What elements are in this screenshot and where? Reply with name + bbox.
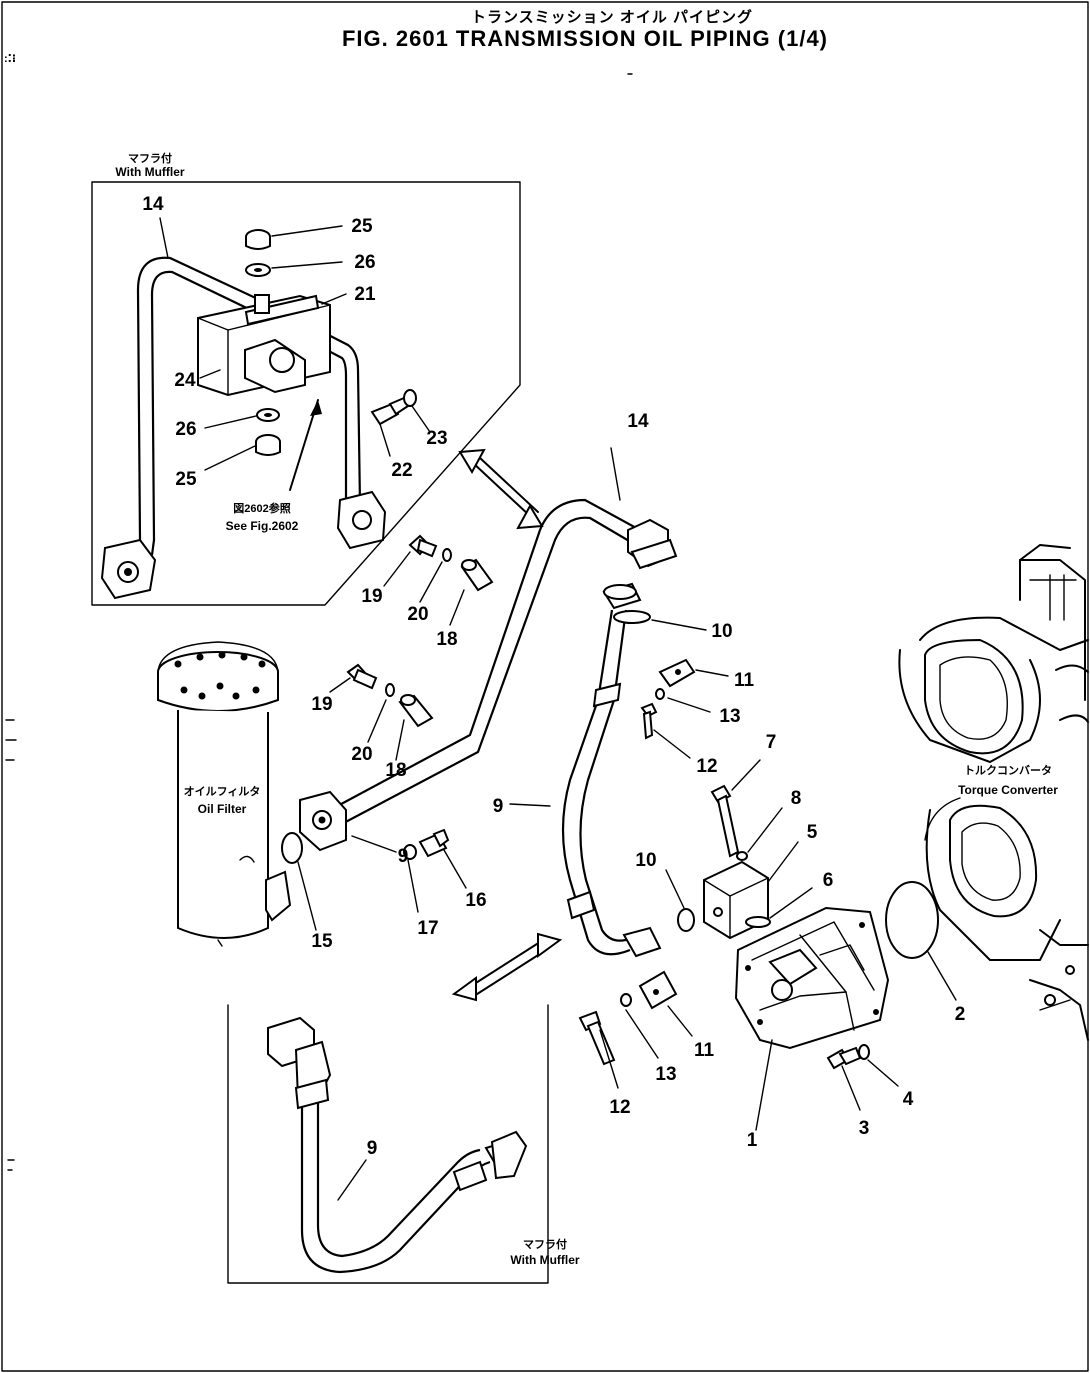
main-pipe-14: 14: [299, 411, 678, 852]
svg-text::⁚⁝: :⁚⁝: [4, 53, 16, 65]
callout-11-lower: 11: [694, 1040, 715, 1061]
callout-26-inset-bottom: 26: [175, 419, 196, 440]
callout-13-lower: 13: [655, 1064, 676, 1085]
block-group: 7 8 5 6 10: [635, 732, 834, 940]
callout-23: 23: [426, 428, 447, 449]
hose-9-main: 9: [493, 582, 662, 958]
fastener-group-lower: 19 20 18: [311, 663, 434, 781]
oil-filter-label-en: Oil Filter: [198, 802, 247, 816]
callout-14-inset: 14: [142, 194, 164, 215]
callout-10-lower: 10: [635, 850, 656, 871]
callout-25-inset-bottom: 25: [175, 469, 197, 490]
pump-1: 1: [734, 906, 890, 1151]
fastener-16-17: 9 17 16: [351, 828, 487, 939]
top-inset-label-jp: マフラ付: [128, 151, 172, 165]
bottom-inset: マフラ付 With Muffler 9: [227, 1004, 580, 1284]
callout-19-upper: 19: [361, 586, 382, 607]
callout-12-top: 12: [696, 756, 717, 777]
callout-5: 5: [807, 822, 818, 843]
torque-converter: トルクコンバータ Torque Converter: [898, 544, 1089, 1041]
gasket-2: 2: [885, 881, 966, 1025]
callout-9-filter: 9: [398, 846, 409, 867]
inset-flange-right: [336, 490, 387, 550]
callout-19-lower: 19: [311, 694, 332, 715]
margin-specks: :⁚⁝: [4, 53, 633, 1171]
fastener-group-upper: 19 20 18: [361, 534, 494, 650]
oil-filter-label-jp: オイルフィルタ: [184, 785, 261, 798]
callout-11-top: 11: [734, 670, 755, 691]
inset-pipe-14: [136, 256, 362, 556]
clamp-group-upper: 11 13 12: [640, 658, 755, 777]
bottom-inset-label-en: With Muffler: [510, 1253, 580, 1267]
inset-nut-25-bottom: [255, 434, 281, 456]
callout-13-top: 13: [719, 706, 740, 727]
inset-bolt-22: [370, 396, 410, 426]
callout-4: 4: [903, 1089, 914, 1110]
callout-1: 1: [747, 1130, 758, 1151]
inset-flange-left: [100, 538, 157, 600]
o-ring-10-top: 10: [613, 610, 733, 642]
callout-18-upper: 18: [436, 629, 457, 650]
fastener-3-4: 3 4: [826, 1044, 914, 1139]
top-inset-ref-jp: 図2602参照: [233, 501, 290, 515]
interchange-arrow-top: [458, 448, 544, 530]
torque-converter-label-en: Torque Converter: [958, 783, 1058, 797]
callout-14-main: 14: [627, 411, 649, 432]
title-english: FIG. 2601 TRANSMISSION OIL PIPING (1/4): [342, 26, 828, 51]
callout-18-lower: 18: [385, 760, 406, 781]
callout-16: 16: [465, 890, 486, 911]
callout-17: 17: [417, 918, 438, 939]
inset-nut-25-top: [245, 229, 271, 250]
callout-24: 24: [174, 370, 196, 391]
top-inset-label-en: With Muffler: [115, 165, 185, 179]
o-ring-15: 15: [281, 832, 333, 952]
callout-2: 2: [955, 1004, 966, 1025]
callout-25-inset-top: 25: [351, 216, 373, 237]
callout-3: 3: [859, 1118, 870, 1139]
interchange-arrow-bottom: [451, 932, 563, 1002]
bottom-inset-label-jp: マフラ付: [523, 1237, 567, 1251]
callout-10-top: 10: [711, 621, 732, 642]
callout-12-lower: 12: [609, 1097, 630, 1118]
callout-20-lower: 20: [351, 744, 372, 765]
top-inset-ref-en: See Fig.2602: [226, 519, 299, 533]
top-inset-frame: [91, 181, 521, 606]
oil-filter: オイルフィルタ Oil Filter: [157, 641, 292, 947]
callout-26-inset-top: 26: [354, 252, 375, 273]
top-inset: マフラ付 With Muffler: [91, 151, 521, 606]
clamp-group-lower: 11 13 12: [578, 970, 715, 1118]
torque-converter-label-jp: トルクコンバータ: [964, 764, 1052, 777]
callout-9-inset: 9: [367, 1138, 378, 1159]
callout-21: 21: [354, 284, 376, 305]
inset-bracket: [197, 294, 331, 397]
callout-6: 6: [823, 870, 834, 891]
title-japanese: トランスミッション オイル パイピング: [471, 8, 753, 26]
callout-20-upper: 20: [407, 604, 428, 625]
inset-washer-23: [403, 389, 417, 407]
bottom-inset-frame: [227, 1004, 549, 1284]
callout-9-main: 9: [493, 796, 504, 817]
callout-22: 22: [391, 460, 412, 481]
callout-7: 7: [766, 732, 777, 753]
callout-15: 15: [311, 931, 333, 952]
callout-8: 8: [791, 788, 802, 809]
